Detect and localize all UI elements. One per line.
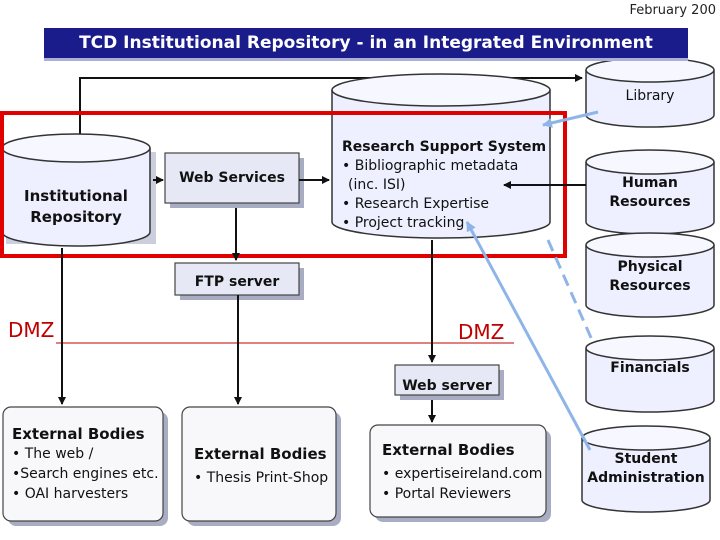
- cylinder-library: [585, 57, 715, 128]
- rss-line: (inc. ISI): [348, 177, 406, 193]
- label-ftp-server: FTP server: [194, 274, 280, 290]
- label-library: Library: [625, 88, 675, 104]
- label-institutional-repository: Institutional Repository: [24, 187, 128, 226]
- cylinder-institutional-repository: [1, 133, 156, 247]
- external-bodies-2: External Bodies • Thesis Print-Shop: [194, 445, 329, 486]
- label-student-administration: Student Administration: [587, 451, 705, 486]
- blue-link-student-rss: [465, 221, 592, 451]
- date-label: February 200: [629, 3, 716, 18]
- external-box-3: [369, 424, 547, 518]
- web-services-box: [164, 152, 300, 204]
- label-web-services: Web Services: [179, 170, 285, 186]
- research-support-text: Research Support System • Bibliographic …: [342, 138, 547, 233]
- label-human-resources: Human Resources: [609, 175, 691, 210]
- rss-line: • Research Expertise: [342, 196, 490, 212]
- cylinder-financials: [585, 335, 715, 413]
- label-web-server: Web server: [402, 378, 492, 394]
- dmz-right-label: DMZ: [458, 320, 505, 344]
- ftp-server-box: [174, 262, 300, 296]
- external-bodies-1: External Bodies • The web / •Search engi…: [12, 425, 159, 502]
- web-server-box: [394, 364, 500, 396]
- dmz-left-label: DMZ: [8, 318, 55, 342]
- label-financials: Financials: [610, 360, 690, 376]
- blue-link-library-rss: [542, 110, 599, 128]
- page-title: TCD Institutional Repository - in an Int…: [44, 28, 688, 61]
- research-support-title: Research Support System: [342, 139, 547, 155]
- cylinder-human-resources: [585, 149, 715, 235]
- cylinder-research-support: [331, 73, 551, 239]
- cylinder-student-administration: [581, 425, 711, 513]
- cylinder-physical-resources: [585, 232, 715, 318]
- rss-line: • Bibliographic metadata: [342, 158, 519, 174]
- external-box-2: [181, 406, 337, 522]
- rss-line: • Project tracking: [342, 215, 465, 231]
- label-physical-resources: Physical Resources: [609, 259, 691, 294]
- external-bodies-3: External Bodies • expertiseireland.com •…: [382, 441, 543, 502]
- external-box-1: [2, 406, 164, 522]
